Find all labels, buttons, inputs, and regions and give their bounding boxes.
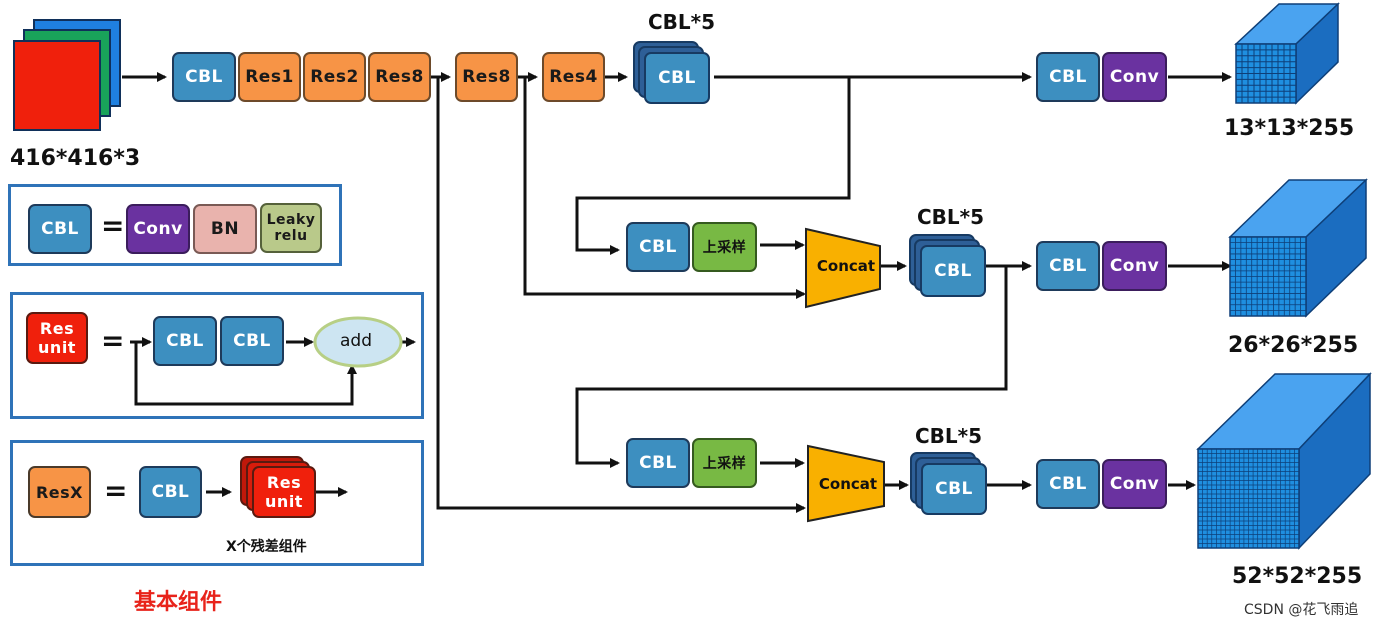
- branch3-cbl5-title: CBL*5: [915, 424, 983, 448]
- backbone-res8-a: Res8: [368, 52, 431, 102]
- legend-res-unit-cbl1: CBL: [153, 316, 217, 366]
- legend-cbl: CBL: [28, 204, 92, 254]
- legend-resx-unit-line2: unit: [265, 492, 303, 511]
- legend-res-unit-line2: unit: [38, 338, 76, 357]
- backbone-res2: Res2: [303, 52, 366, 102]
- legend-resx-unit: Res unit: [252, 466, 316, 518]
- branch3-out-cbl: CBL: [1036, 459, 1100, 509]
- branch2-cbl5: CBL: [920, 245, 986, 297]
- add-ellipse: [313, 316, 403, 368]
- legend-resx-unit-line1: Res: [266, 473, 302, 492]
- backbone-res4: Res4: [542, 52, 605, 102]
- input-size-label: 416*416*3: [10, 146, 141, 171]
- legend-conv: Conv: [126, 204, 190, 254]
- arrow-branch2-down: [575, 266, 1008, 468]
- cube-13: [1234, 2, 1340, 105]
- backbone-res1: Res1: [238, 52, 301, 102]
- branch2-out-cbl: CBL: [1036, 241, 1100, 291]
- concat2-shape: [807, 444, 885, 523]
- branch3-cbl: CBL: [626, 438, 690, 488]
- output-13-label: 13*13*255: [1224, 116, 1355, 141]
- cube-26: [1228, 178, 1368, 318]
- legend-leaky-relu: Leaky relu: [260, 203, 322, 253]
- output-52-label: 52*52*255: [1232, 564, 1363, 589]
- arrow-skip-concat1: [523, 77, 806, 299]
- branch1-out-conv: Conv: [1102, 52, 1167, 102]
- branch2-upsample: 上采样: [692, 222, 757, 272]
- legend-cbl-eq: =: [101, 209, 125, 242]
- watermark: CSDN @花飞雨追: [1244, 602, 1359, 618]
- branch2-cbl: CBL: [626, 222, 690, 272]
- arrow-skip-concat2: [436, 77, 806, 513]
- cube-52: [1196, 372, 1372, 550]
- legend-resx-panel: [10, 440, 424, 566]
- branch2-out-conv: Conv: [1102, 241, 1167, 291]
- branch2-cbl5-title: CBL*5: [917, 205, 985, 229]
- backbone-cbl: CBL: [172, 52, 236, 102]
- legend-leaky-line1: Leaky: [266, 212, 316, 228]
- branch1-cbl5-title: CBL*5: [648, 10, 716, 34]
- input-image-stack: [13, 19, 121, 131]
- legend-resx-eq: =: [104, 474, 128, 507]
- backbone-res8-b: Res8: [455, 52, 518, 102]
- legend-add-label: add: [340, 331, 372, 351]
- legend-resx: ResX: [28, 466, 91, 518]
- arrow-branch1-down: [575, 77, 851, 255]
- legend-resx-cbl: CBL: [139, 466, 202, 518]
- branch1-out-cbl: CBL: [1036, 52, 1100, 102]
- branch3-upsample: 上采样: [692, 438, 757, 488]
- arrow-legend-skip: [134, 342, 357, 406]
- concat1-shape: [805, 227, 881, 309]
- legend-resx-caption: X个残差组件: [226, 539, 307, 555]
- concat1-label: Concat: [816, 257, 876, 275]
- legend-res-unit-cbl2: CBL: [220, 316, 284, 366]
- legend-leaky-line2: relu: [274, 228, 308, 244]
- legend-res-unit-panel: [10, 292, 424, 419]
- branch3-out-conv: Conv: [1102, 459, 1167, 509]
- legend-bn: BN: [193, 204, 257, 254]
- legend-title: 基本组件: [134, 590, 223, 615]
- legend-res-unit: Res unit: [26, 312, 88, 364]
- output-26-label: 26*26*255: [1228, 333, 1359, 358]
- legend-res-unit-eq: =: [101, 324, 125, 357]
- concat2-label: Concat: [818, 475, 878, 493]
- branch1-cbl5: CBL: [644, 52, 710, 104]
- branch3-cbl5: CBL: [921, 463, 987, 515]
- legend-cbl-panel: [8, 184, 342, 266]
- legend-res-unit-line1: Res: [39, 319, 75, 338]
